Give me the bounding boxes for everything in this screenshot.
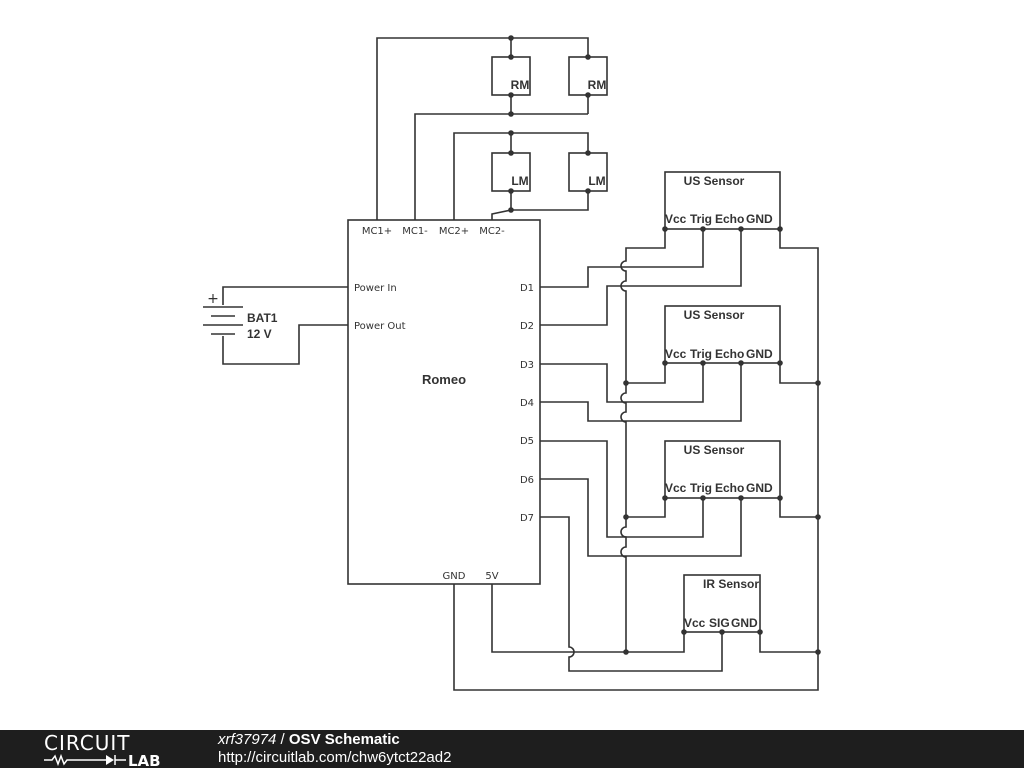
us-sensor-1-pin-vcc: Vcc <box>665 212 687 226</box>
ir-sensor-title: IR Sensor <box>703 577 759 591</box>
pin-gnd: GND <box>443 571 466 582</box>
schematic-title[interactable]: OSV Schematic <box>288 731 400 748</box>
title-separator: / <box>276 731 289 748</box>
us-sensor-2[interactable]: US Sensor Vcc Trig Echo GND <box>664 305 781 364</box>
battery-bat1[interactable]: + BAT1 12 V <box>203 286 348 365</box>
pin-mc2-plus: MC2+ <box>439 226 469 237</box>
motor-rm-2[interactable]: RM <box>568 56 608 96</box>
signal-wiring <box>453 226 821 691</box>
motor-lm-1-label: LM <box>511 174 528 188</box>
pin-5v: 5V <box>485 571 498 582</box>
logo-circuit-text: CIRCUIT <box>44 732 130 755</box>
ir-sensor-pin-vcc: Vcc <box>684 616 706 630</box>
battery-plus-sign: + <box>207 291 219 307</box>
circuitlab-logo[interactable]: CIRCUIT LAB <box>42 732 182 766</box>
us-sensor-1-pin-gnd: GND <box>746 212 773 226</box>
us-sensor-2-pin-gnd: GND <box>746 347 773 361</box>
schematic-canvas: Romeo MC1+ MC1- MC2+ MC2- Power In Power… <box>203 35 821 691</box>
footer-title-line: xrf37974 / OSV Schematic <box>218 731 400 749</box>
pin-power-out: Power Out <box>354 321 406 332</box>
us-sensor-2-pin-trig: Trig <box>690 347 712 361</box>
motor-lm-1[interactable]: LM <box>491 152 531 192</box>
ir-sensor-pin-sig: SIG <box>709 616 730 630</box>
battery-value-label: 12 V <box>247 327 272 341</box>
footer-bar: CIRCUIT LAB xrf37974 / OSV Schematic htt… <box>0 730 1024 768</box>
schematic-url[interactable]: http://circuitlab.com/chw6ytct22ad2 <box>218 749 452 766</box>
motor-rm-2-label: RM <box>588 78 607 92</box>
us-sensor-3-pin-vcc: Vcc <box>665 481 687 495</box>
motor-rm-1-label: RM <box>511 78 530 92</box>
us-sensor-1-pin-trig: Trig <box>690 212 712 226</box>
us-sensor-2-pin-echo: Echo <box>715 347 744 361</box>
pin-mc1-minus: MC1- <box>402 226 428 237</box>
motor-lm-2-label: LM <box>588 174 605 188</box>
motor-wiring <box>376 35 591 220</box>
logo-lab-text: LAB <box>128 752 161 766</box>
pin-d2: D2 <box>520 321 534 332</box>
motor-lm-2[interactable]: LM <box>568 152 608 192</box>
romeo-board[interactable]: Romeo MC1+ MC1- MC2+ MC2- Power In Power… <box>347 219 541 585</box>
pin-d6: D6 <box>520 475 534 486</box>
us-sensor-3-pin-trig: Trig <box>690 481 712 495</box>
ir-sensor[interactable]: IR Sensor Vcc SIG GND <box>683 574 761 633</box>
us-sensor-2-title: US Sensor <box>684 308 745 322</box>
pin-mc1-plus: MC1+ <box>362 226 392 237</box>
us-sensor-3[interactable]: US Sensor Vcc Trig Echo GND <box>664 440 781 499</box>
us-sensor-1-title: US Sensor <box>684 174 745 188</box>
us-sensor-3-pin-echo: Echo <box>715 481 744 495</box>
us-sensor-2-pin-vcc: Vcc <box>665 347 687 361</box>
pin-mc2-minus: MC2- <box>479 226 505 237</box>
author-link[interactable]: xrf37974 <box>218 731 277 748</box>
pin-d5: D5 <box>520 436 534 447</box>
us-sensor-3-title: US Sensor <box>684 443 745 457</box>
pin-power-in: Power In <box>354 283 397 294</box>
ir-sensor-pin-gnd: GND <box>731 616 758 630</box>
us-sensor-1-pin-echo: Echo <box>715 212 744 226</box>
us-sensor-1[interactable]: US Sensor Vcc Trig Echo GND <box>664 171 781 230</box>
pin-d1: D1 <box>520 283 534 294</box>
us-sensor-3-pin-gnd: GND <box>746 481 773 495</box>
pin-d4: D4 <box>520 398 534 409</box>
battery-ref-label: BAT1 <box>247 311 278 325</box>
romeo-label: Romeo <box>422 372 466 387</box>
pin-d3: D3 <box>520 360 534 371</box>
pin-d7: D7 <box>520 513 534 524</box>
motor-rm-1[interactable]: RM <box>491 56 531 96</box>
